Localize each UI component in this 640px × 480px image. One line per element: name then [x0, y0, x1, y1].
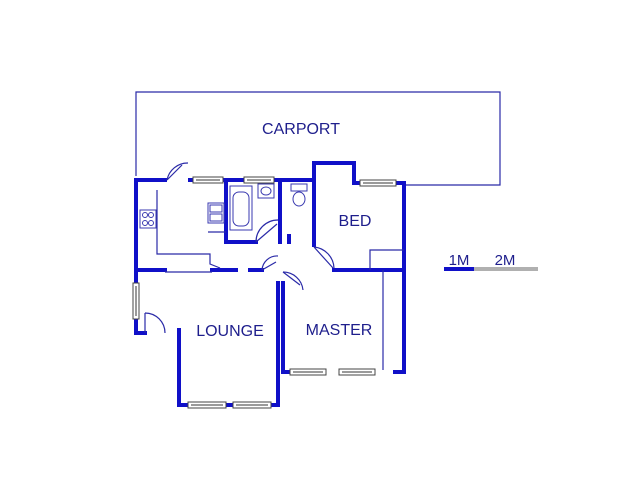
toilet-icon [290, 183, 308, 207]
carport-outline [135, 91, 501, 186]
interior-lines [156, 190, 404, 370]
room-label-lounge: LOUNGE [196, 323, 264, 340]
fixtures [139, 183, 308, 231]
scale-label-2m: 2M [495, 252, 516, 269]
room-label-bed: BED [339, 213, 372, 230]
doors [144, 162, 335, 334]
scale-label-1m: 1M [449, 252, 470, 269]
scale-bar: 1M 2M [444, 252, 538, 271]
bathtub-icon [229, 185, 253, 231]
room-label-master: MASTER [306, 322, 373, 339]
kitchen-sink-icon [207, 202, 225, 224]
stove-icon [139, 209, 157, 229]
room-label-carport: CARPORT [262, 121, 340, 138]
basin-icon [257, 183, 275, 199]
walls [134, 161, 406, 407]
windows [132, 176, 397, 409]
